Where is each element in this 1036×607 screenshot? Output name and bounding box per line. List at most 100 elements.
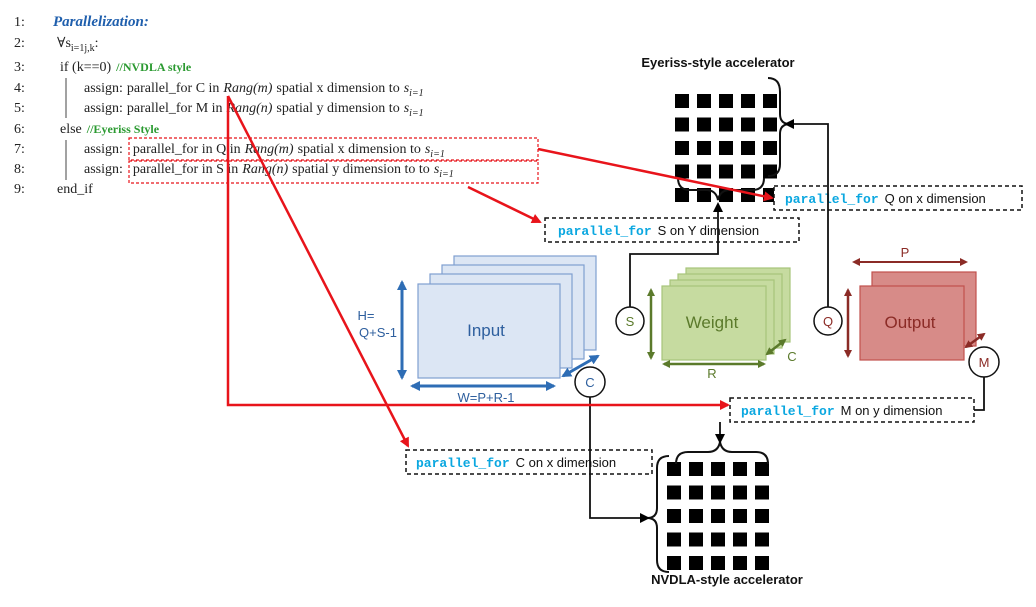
connector-m-to-label — [974, 377, 985, 411]
pe-square — [675, 117, 689, 132]
input-w-label: W=P+R-1 — [457, 390, 514, 405]
line-number: 8: — [14, 162, 25, 177]
line-number: 5: — [14, 101, 25, 116]
pe-square — [741, 117, 755, 132]
pe-square — [697, 188, 711, 202]
algorithm-title: Parallelization: — [53, 14, 149, 30]
pe-square — [667, 509, 681, 523]
pe-square — [711, 462, 725, 476]
input-c-label: C — [585, 375, 594, 390]
arrow-line4-to-c-label — [226, 95, 410, 448]
pe-square — [719, 117, 733, 132]
pe-square — [741, 94, 755, 108]
pe-square — [733, 532, 747, 547]
pe-square — [755, 509, 769, 523]
pe-square — [719, 141, 733, 155]
line-number: 3: — [14, 60, 25, 75]
algorithm-block: 1: 2: 3: 4: 5: 6: 7: 8: 9: Parallelizati… — [14, 14, 539, 197]
output-label: Output — [884, 313, 935, 332]
line2-forall: ∀si=1j,k: — [57, 36, 99, 54]
pe-square — [689, 509, 703, 523]
line3-if: if (k==0)//NVDLA style — [60, 60, 192, 75]
pe-square — [711, 485, 725, 500]
nvdla-y-brace — [675, 441, 769, 465]
output-tensor: Output P — [844, 245, 986, 361]
output-m-label: M — [979, 355, 990, 370]
pe-square — [689, 485, 703, 500]
line-number: 4: — [14, 81, 25, 96]
output-q-label: Q — [823, 314, 833, 329]
line6-else: else//Eyeriss Style — [60, 122, 160, 137]
pe-square — [675, 94, 689, 108]
weight-r-label: R — [707, 366, 716, 381]
nvdla-pe-grid — [667, 462, 769, 570]
pe-square — [763, 117, 777, 132]
pe-square — [763, 94, 777, 108]
dimension-connectors — [589, 119, 985, 523]
arrow-line8-to-s-label — [467, 185, 542, 224]
pe-square — [733, 462, 747, 476]
input-h-value: Q+S-1 — [359, 325, 397, 340]
pe-square — [689, 556, 703, 570]
pe-square — [697, 164, 711, 179]
eyeriss-pe-grid — [675, 94, 777, 202]
pe-square — [733, 485, 747, 500]
pe-square — [733, 509, 747, 523]
pe-square — [667, 532, 681, 547]
connector-q-to-eyeriss — [784, 119, 829, 307]
pe-square — [741, 141, 755, 155]
pe-square — [675, 141, 689, 155]
pe-square — [689, 462, 703, 476]
line-number: 6: — [14, 122, 25, 137]
pe-square — [675, 164, 689, 179]
highlight-box-line8 — [128, 160, 539, 184]
pe-square — [697, 141, 711, 155]
pe-square — [675, 188, 689, 202]
pe-square — [755, 462, 769, 476]
weight-channel-arrow — [765, 338, 787, 356]
line-number: 7: — [14, 142, 25, 157]
arrow-line5-to-m-label — [226, 96, 730, 410]
arrow-line7-to-q-label — [537, 147, 774, 202]
line-numbers: 1: 2: 3: 4: 5: 6: 7: 8: 9: — [14, 15, 25, 197]
line-number: 2: — [14, 36, 25, 51]
pe-square — [697, 94, 711, 108]
eyeriss-title: Eyeriss-style accelerator — [641, 55, 794, 70]
pe-square — [733, 556, 747, 570]
input-label: Input — [467, 321, 505, 340]
pe-square — [711, 556, 725, 570]
line-number: 1: — [14, 15, 25, 30]
pe-square — [697, 117, 711, 132]
weight-c-label: C — [787, 349, 796, 364]
nvdla-title: NVDLA-style accelerator — [651, 572, 803, 587]
pe-square — [741, 164, 755, 179]
pe-square — [719, 164, 733, 179]
weight-label: Weight — [686, 313, 739, 332]
pe-square — [689, 532, 703, 547]
pe-square — [755, 556, 769, 570]
connector-c-to-nvdla — [589, 397, 650, 523]
output-channel-arrow — [964, 332, 986, 349]
input-channel-arrow — [561, 354, 600, 378]
pe-square — [711, 509, 725, 523]
weight-tensor: Weight R C — [647, 267, 797, 381]
input-tensor: Input H= Q+S-1 W=P+R-1 — [358, 255, 600, 405]
pe-square — [755, 532, 769, 547]
connector-s-to-eyeriss — [629, 202, 723, 307]
pe-square — [763, 141, 777, 155]
line-number: 9: — [14, 182, 25, 197]
pe-square — [711, 532, 725, 547]
pe-square — [667, 485, 681, 500]
mapping-arrows — [226, 95, 774, 448]
